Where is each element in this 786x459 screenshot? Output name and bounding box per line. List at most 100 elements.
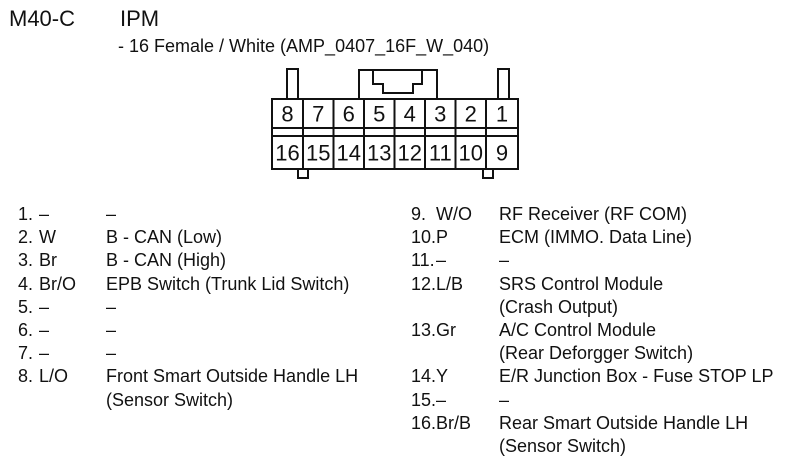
wire-color-code: L/O bbox=[39, 366, 69, 387]
pin-description: ECM (IMMO. Data Line) bbox=[499, 226, 785, 249]
pin-row: 15.–– bbox=[411, 389, 785, 412]
pin-description-line: (Rear Deforgger Switch) bbox=[499, 343, 694, 364]
pin-number: 11. bbox=[411, 250, 435, 271]
pin-description: RF Receiver (RF COM) bbox=[499, 203, 785, 226]
pin-description-line: A/C Control Module bbox=[499, 320, 657, 341]
wire-color-code: W bbox=[39, 227, 56, 248]
pin-description-line: – bbox=[499, 389, 510, 410]
wire-color-code: L/B bbox=[436, 273, 464, 294]
pin-row: 7.–– bbox=[18, 342, 408, 365]
latch-notch bbox=[372, 70, 423, 94]
pin-description-line: B - CAN (Low) bbox=[106, 227, 223, 248]
pin-description-line: SRS Control Module bbox=[499, 273, 664, 294]
pin-cell-number: 13 bbox=[367, 141, 391, 166]
pin-cell-number: 9 bbox=[496, 141, 508, 166]
pin-description-line: – bbox=[106, 296, 117, 317]
pin-cell-number: 1 bbox=[496, 102, 508, 127]
pin-cell-number: 16 bbox=[275, 141, 299, 166]
pin-description-line: B - CAN (High) bbox=[106, 250, 227, 271]
pin-number: 15. bbox=[411, 389, 437, 410]
pin-row: 2.W B - CAN (Low) bbox=[18, 226, 408, 249]
pin-number: 1. bbox=[18, 204, 34, 224]
pin-description: Front Smart Outside Handle LH(Sensor Swi… bbox=[106, 365, 408, 411]
pin-cell-number: 15 bbox=[306, 141, 330, 166]
wire-color-code: P bbox=[436, 227, 449, 248]
pin-number: 4. bbox=[18, 273, 34, 294]
pin-number: 9. bbox=[411, 204, 427, 224]
pin-number: 6. bbox=[18, 320, 34, 341]
wire-color-code: – bbox=[39, 296, 50, 317]
pin-description-line: – bbox=[499, 250, 510, 271]
pin-row: 12.L/B SRS Control Module(Crash Output) bbox=[411, 273, 785, 319]
pin-number: 16. bbox=[411, 412, 437, 433]
pin-description-line: – bbox=[106, 343, 117, 364]
pin-description-line: RF Receiver (RF COM) bbox=[499, 204, 687, 224]
pin-description-line: – bbox=[106, 320, 117, 341]
pin-row: 13.Gr A/C Control Module(Rear Deforgger S… bbox=[411, 319, 785, 365]
pin-row: 4.Br/O EPB Switch (Trunk Lid Switch) bbox=[18, 273, 408, 296]
pin-cell-number: 11 bbox=[429, 141, 452, 166]
pin-number: 5. bbox=[18, 296, 34, 317]
pin-row: 16.Br/B Rear Smart Outside Handle LH (Sens… bbox=[411, 412, 785, 458]
pin-description: B - CAN (High) bbox=[106, 249, 408, 272]
top-tab-left bbox=[286, 68, 299, 100]
pin-description: SRS Control Module(Crash Output) bbox=[499, 273, 785, 319]
pin-row: 1.–– bbox=[18, 203, 408, 226]
wire-color-code: – bbox=[436, 389, 447, 410]
pin-description-line: – bbox=[106, 204, 117, 224]
pin-description-line: (Sensor Switch) bbox=[499, 436, 627, 457]
pin-number: 7. bbox=[18, 343, 34, 364]
pin-row: 14.Y E/R Junction Box - Fuse STOP LP bbox=[411, 365, 785, 388]
wire-color-code: Br/O bbox=[39, 273, 77, 294]
pin-cell-number: 7 bbox=[312, 102, 324, 127]
cell-dividers bbox=[302, 99, 487, 169]
pin-number: 2. bbox=[18, 227, 34, 248]
wire-color-code: – bbox=[39, 320, 50, 341]
top-tab-right bbox=[497, 68, 510, 100]
connector-spec: - 16 Female / White (AMP_0407_16F_W_040) bbox=[118, 36, 490, 56]
wire-color-code: – bbox=[436, 250, 447, 271]
pin-cell-number: 2 bbox=[465, 102, 477, 127]
pin-description: Rear Smart Outside Handle LH (Sensor Swit… bbox=[499, 412, 785, 458]
wire-color-code: Br bbox=[39, 250, 57, 271]
wire-color-code: Br/B bbox=[436, 412, 472, 433]
pin-description-line: ECM (IMMO. Data Line) bbox=[499, 227, 693, 248]
pin-number: 13. bbox=[411, 320, 437, 341]
pin-description: – bbox=[106, 342, 408, 365]
pin-description-line: (Crash Output) bbox=[499, 296, 619, 317]
pin-row: 5.–– bbox=[18, 296, 408, 319]
pin-number: 10. bbox=[411, 227, 437, 248]
pin-description-line: Rear Smart Outside Handle LH bbox=[499, 412, 749, 433]
pin-list-right: 9. W/O RF Receiver (RF COM) 10.P ECM (IMMO. … bbox=[411, 203, 785, 458]
pin-number: 12. bbox=[411, 273, 437, 294]
pin-description: – bbox=[499, 249, 785, 272]
connector-id: M40-C bbox=[9, 6, 76, 31]
pin-cell-number: 10 bbox=[459, 141, 483, 166]
pin-row: 11.–– bbox=[411, 249, 785, 272]
pin-cell-number: 12 bbox=[398, 141, 422, 166]
pin-number: 14. bbox=[411, 366, 437, 387]
pin-description: – bbox=[106, 203, 408, 226]
pin-description: E/R Junction Box - Fuse STOP LP bbox=[499, 365, 785, 388]
wire-color-code: Y bbox=[436, 366, 449, 387]
pin-cell-number: 14 bbox=[337, 141, 361, 166]
pin-cell-number: 4 bbox=[404, 102, 416, 127]
pin-description: – bbox=[106, 296, 408, 319]
pin-description: – bbox=[106, 319, 408, 342]
pin-cell-number: 3 bbox=[434, 102, 446, 127]
pin-description-line: EPB Switch (Trunk Lid Switch) bbox=[106, 273, 350, 294]
pin-description-line: (Sensor Switch) bbox=[106, 389, 234, 410]
pin-row: 9. W/O RF Receiver (RF COM) bbox=[411, 203, 785, 226]
wire-color-code: Gr bbox=[436, 320, 456, 341]
lock-latch bbox=[358, 69, 438, 100]
bottom-tab-left bbox=[297, 168, 309, 179]
wire-color-code: W/O bbox=[436, 204, 472, 224]
bottom-tab-right bbox=[482, 168, 494, 179]
pin-description: – bbox=[499, 389, 785, 412]
pin-row: 10.P ECM (IMMO. Data Line) bbox=[411, 226, 785, 249]
